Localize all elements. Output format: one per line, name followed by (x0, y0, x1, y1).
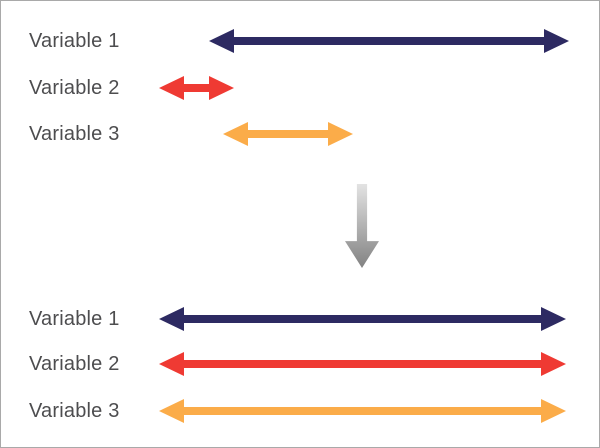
variable-range-arrow (159, 399, 566, 423)
arrow-left-head-icon (223, 122, 248, 146)
variable-range-arrow (159, 76, 234, 100)
variable-label: Variable 1 (29, 308, 120, 330)
variable-label: Variable 3 (29, 400, 120, 422)
variable-row: Variable 3 (1, 122, 599, 146)
variable-range-arrow (159, 352, 566, 376)
variable-label: Variable 3 (29, 123, 120, 145)
variable-label: Variable 2 (29, 77, 120, 99)
arrow-left-head-icon (209, 29, 234, 53)
arrow-shaft (184, 315, 541, 323)
arrow-shaft (234, 37, 544, 45)
arrow-shaft (184, 360, 541, 368)
arrow-right-head-icon (541, 352, 566, 376)
transform-down-arrow-icon (345, 184, 379, 268)
variable-row: Variable 2 (1, 76, 599, 100)
variable-label: Variable 1 (29, 30, 120, 52)
arrow-right-head-icon (328, 122, 353, 146)
arrow-left-head-icon (159, 352, 184, 376)
variable-row: Variable 1 (1, 29, 599, 53)
arrow-left-head-icon (159, 76, 184, 100)
variable-range-arrow (209, 29, 569, 53)
arrow-shaft (248, 130, 328, 138)
variable-row: Variable 3 (1, 399, 599, 423)
variable-row: Variable 2 (1, 352, 599, 376)
arrow-right-head-icon (541, 307, 566, 331)
arrow-left-head-icon (159, 399, 184, 423)
arrow-right-head-icon (541, 399, 566, 423)
arrow-shaft (184, 84, 209, 92)
variable-label: Variable 2 (29, 353, 120, 375)
variable-row: Variable 1 (1, 307, 599, 331)
arrow-shaft (184, 407, 541, 415)
arrow-left-head-icon (159, 307, 184, 331)
variable-range-arrow (223, 122, 353, 146)
arrow-right-head-icon (209, 76, 234, 100)
arrow-right-head-icon (544, 29, 569, 53)
variable-range-arrow (159, 307, 566, 331)
